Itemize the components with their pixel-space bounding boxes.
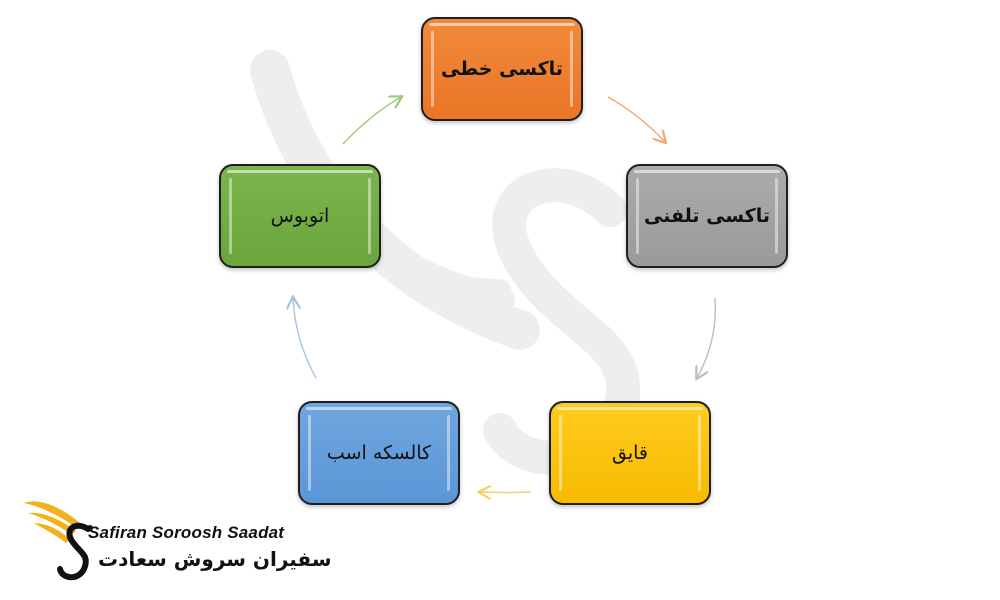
node-label: قایق: [611, 442, 648, 464]
node-horse-carriage: کالسکه اسب: [298, 401, 460, 505]
node-label: تاکسی خطی: [441, 58, 563, 80]
node-bus: اتوبوس: [219, 164, 381, 268]
node-boat: قایق: [549, 401, 711, 505]
node-phone-taxi: تاکسی تلفنی: [626, 164, 788, 268]
arrow-n3-to-n4: [480, 492, 532, 493]
logo-english-text: Safiran Soroosh Saadat: [88, 523, 285, 542]
swan-wing-logo-icon: [24, 501, 93, 581]
node-label: تاکسی تلفنی: [643, 205, 771, 227]
brand-logo: Safiran Soroosh Saadat سفیران سروش سعادت: [20, 495, 332, 585]
node-label: کالسکه اسب: [326, 442, 432, 464]
arrow-n4-to-n5: [293, 298, 317, 379]
node-linear-taxi: تاکسی خطی: [421, 17, 583, 121]
arrow-n5-to-n1: [342, 97, 401, 145]
arrow-n1-to-n2: [607, 96, 665, 142]
logo-persian-text: سفیران سروش سعادت: [98, 547, 332, 571]
arrow-n2-to-n3: [697, 297, 717, 378]
node-label: اتوبوس: [270, 205, 330, 227]
